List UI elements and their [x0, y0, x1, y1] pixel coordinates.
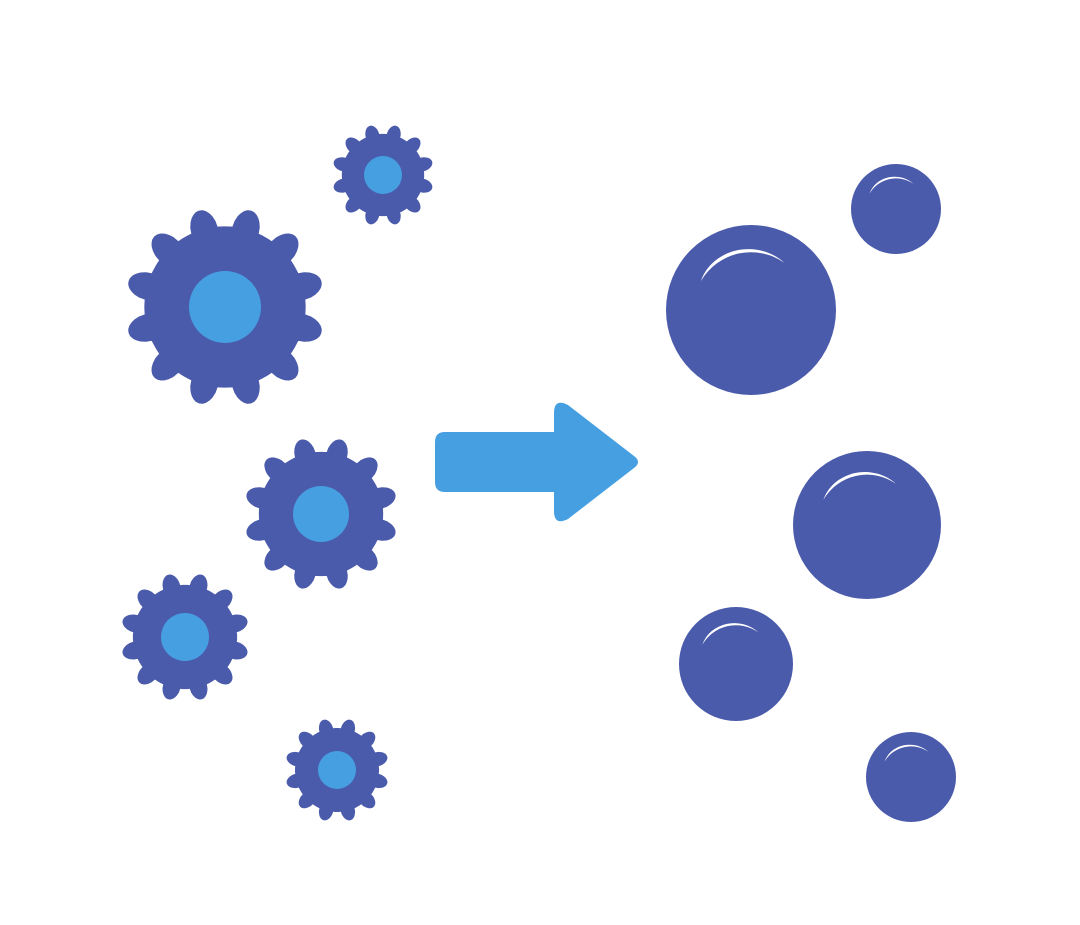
- gear-hub: [293, 486, 349, 542]
- arrow-right-icon: [435, 402, 638, 522]
- sphere-highlight: [884, 744, 929, 762]
- gear-icon: [333, 125, 433, 225]
- sphere-icon: [793, 451, 941, 599]
- sphere-highlight: [869, 176, 914, 194]
- sphere-icon: [866, 732, 956, 822]
- sphere-icon: [851, 164, 941, 254]
- gear-hub: [364, 156, 402, 194]
- sphere-icon: [679, 607, 793, 721]
- gear-group: [122, 125, 433, 821]
- gear-hub: [161, 613, 209, 661]
- sphere-icon: [666, 225, 836, 395]
- gear-hub: [318, 751, 356, 789]
- gear-hub: [189, 271, 261, 343]
- sphere-highlight: [702, 623, 759, 645]
- sphere-highlight: [700, 249, 785, 282]
- gear-icon: [246, 439, 396, 589]
- gear-icon: [286, 719, 388, 821]
- sphere-highlight: [823, 472, 896, 500]
- gear-icon: [122, 574, 248, 700]
- sphere-group: [666, 164, 956, 822]
- gear-icon: [128, 210, 322, 404]
